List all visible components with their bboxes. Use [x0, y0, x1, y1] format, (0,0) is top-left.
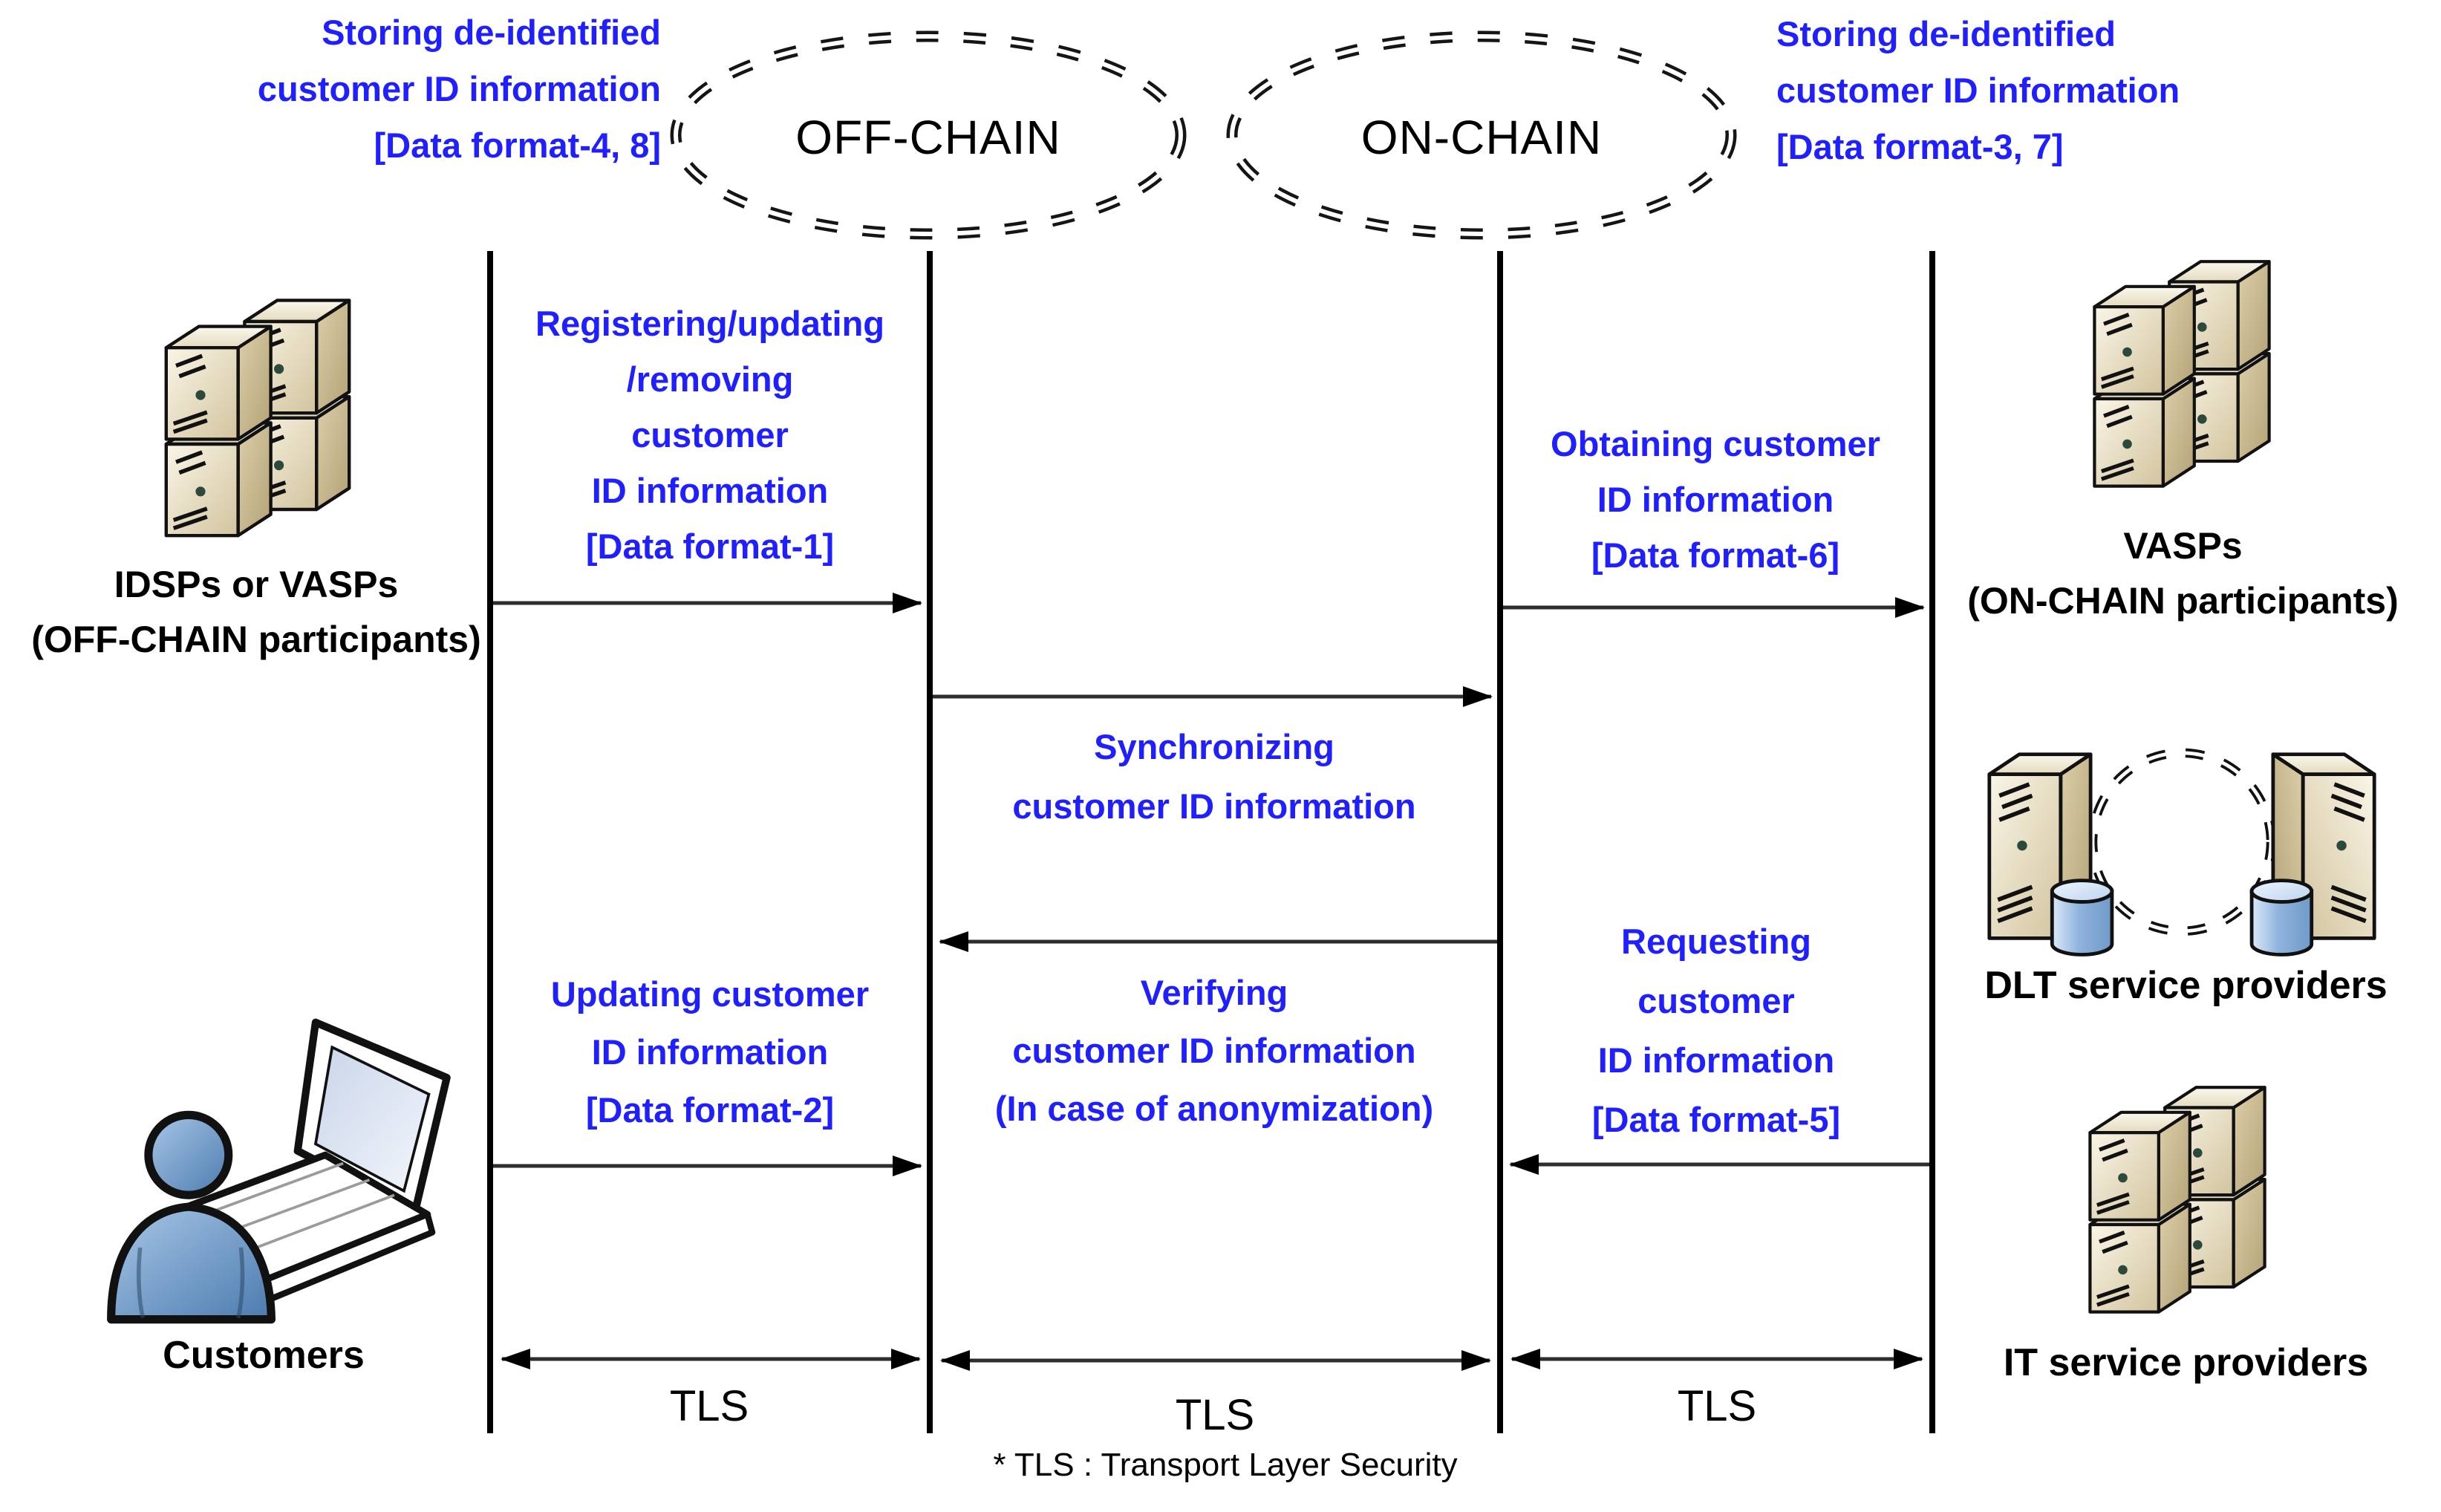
text-line: customer ID information — [1012, 1031, 1416, 1070]
dlt-ring-icon — [1989, 748, 2374, 955]
text-line: Requesting — [1621, 922, 1811, 961]
idsps-label: IDSPs or VASPs (OFF-CHAIN participants) — [0, 557, 512, 667]
text-line: Synchronizing — [1094, 727, 1334, 766]
message-verifying: Verifying customer ID information (In case… — [934, 964, 1494, 1138]
it-label: IT service providers — [1931, 1335, 2441, 1390]
text-line: customer ID information — [257, 69, 661, 108]
text-line: [Data format-6] — [1591, 535, 1840, 575]
text-line: customer ID information — [1776, 71, 2180, 110]
message-arrows — [493, 593, 1929, 1371]
text-line: VASPs — [2123, 525, 2243, 567]
text-line: customer — [1637, 981, 1795, 1020]
text-line: ID information — [1597, 480, 1834, 519]
vasps-label: VASPs (ON-CHAIN participants) — [1925, 518, 2441, 628]
text-line: [Data format-4, 8] — [374, 126, 661, 165]
tls-label-middle: TLS — [1175, 1391, 1255, 1439]
text-line: (OFF-CHAIN participants) — [31, 619, 481, 660]
message-requesting: Requesting customer ID information [Data fo… — [1505, 912, 1928, 1150]
text-line: Storing de-identified — [1776, 14, 2116, 53]
on-chain-label: ON-CHAIN — [1360, 111, 1603, 164]
annotation-storing-offchain: Storing de-identified customer ID informa… — [119, 4, 661, 174]
text-line: ID information — [591, 471, 829, 510]
off-chain-label: OFF-CHAIN — [795, 111, 1061, 164]
text-line: IT service providers — [2003, 1341, 2369, 1384]
tls-label-right: TLS — [1677, 1382, 1757, 1430]
text-line: (ON-CHAIN participants) — [1967, 580, 2399, 622]
text-line: /removing — [626, 359, 794, 399]
message-registering: Registering/updating/removing customer ID … — [495, 296, 925, 574]
on-chain-ellipse — [1226, 30, 1737, 240]
text-line: (In case of anonymization) — [994, 1089, 1434, 1128]
text-line: ID information — [591, 1032, 829, 1072]
text-line: DLT service providers — [1984, 964, 2388, 1007]
off-chain-ellipse — [670, 30, 1187, 240]
text-line: Verifying — [1140, 973, 1288, 1012]
tls-footnote: * TLS : Transport Layer Security — [993, 1447, 1458, 1483]
text-line: [Data format-5] — [1591, 1100, 1841, 1139]
text-line: customer ID information — [1012, 786, 1416, 826]
text-line: Updating customer — [550, 974, 870, 1014]
text-line: [Data format-2] — [585, 1090, 835, 1130]
annotation-storing-onchain: Storing de-identified customer ID informa… — [1776, 6, 2363, 175]
text-line: Obtaining customer — [1551, 424, 1880, 463]
text-line: Customers — [163, 1334, 365, 1377]
tls-label-left: TLS — [669, 1382, 749, 1430]
text-line: IDSPs or VASPs — [114, 564, 399, 605]
message-synchronizing: Synchronizing customer ID information — [934, 717, 1494, 836]
message-updating: Updating customer ID information [Data for… — [495, 965, 925, 1139]
text-line: Registering/updating — [535, 304, 884, 343]
dlt-label: DLT service providers — [1931, 958, 2441, 1013]
text-line: [Data format-3, 7] — [1776, 127, 2064, 166]
text-line: Storing de-identified — [322, 13, 661, 52]
text-line: ID information — [1597, 1040, 1835, 1080]
message-obtaining: Obtaining customer ID information [Data fo… — [1503, 416, 1928, 583]
text-line: customer — [631, 415, 789, 454]
customer-laptop-icon — [107, 1018, 451, 1324]
text-line: [Data format-1] — [585, 527, 835, 566]
lifelines — [487, 251, 1935, 1433]
customers-label: Customers — [74, 1328, 453, 1383]
